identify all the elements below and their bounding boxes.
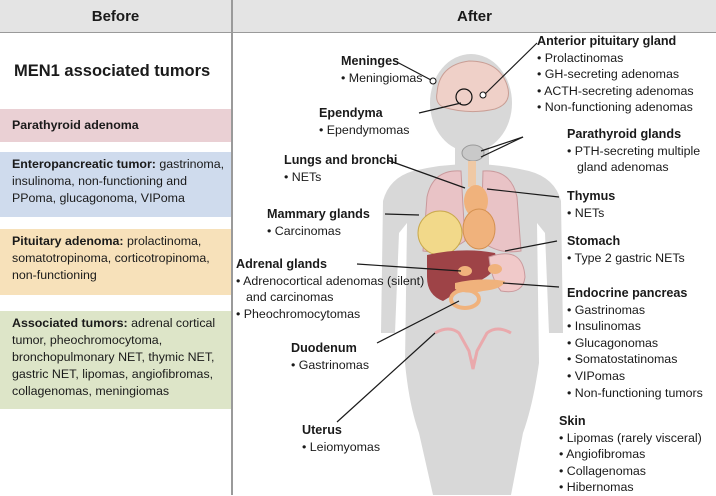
header-after-label: After <box>456 7 492 25</box>
pancreas-item-1: • Gastrinomas <box>567 302 646 317</box>
parathyroid-item-1: • PTH-secreting multiple <box>567 143 701 158</box>
adrenal-item-1: • Adrenocortical adenomas (silent) <box>236 273 425 288</box>
label-thymus: Thymus • NETs <box>567 188 615 221</box>
meninges-title: Meninges <box>341 54 400 68</box>
pancreas-item-3: • Glucagonomas <box>567 335 659 350</box>
label-duodenum: Duodenum • Gastrinomas <box>291 340 369 373</box>
pituitary-item-1: • Prolactinomas <box>537 50 624 65</box>
label-pituitary: Anterior pituitary gland • Prolactinomas… <box>537 33 694 116</box>
ependyma-marker <box>455 88 473 106</box>
thyroid <box>461 144 485 162</box>
heart <box>462 208 496 250</box>
skin-item-4: • Hibernomas <box>559 480 634 495</box>
uterus-title: Uterus <box>302 423 342 437</box>
box-pituitary-bold: Pituitary adenoma: <box>12 234 124 248</box>
box-parathyroid-bold: Parathyroid adenoma <box>12 118 139 132</box>
ependyma-item-1: • Ependymomas <box>319 122 410 137</box>
stomach-item-1: • Type 2 gastric NETs <box>567 250 685 265</box>
box-associated-rest: adrenal cortical tumor, pheochromocytoma… <box>12 316 216 398</box>
pituitary-title: Anterior pituitary gland <box>537 34 677 48</box>
box-enteropancreatic: Enteropancreatic tumor: gastrinoma, insu… <box>0 152 231 217</box>
label-ependyma: Ependyma • Ependymomas <box>319 105 409 138</box>
label-adrenal: Adrenal glands • Adrenocortical adenomas… <box>236 256 424 322</box>
pancreas-item-6: • Non-functioning tumors <box>567 385 703 400</box>
lungs-title: Lungs and bronchi <box>284 153 398 167</box>
thymus-title: Thymus <box>567 189 616 203</box>
box-pituitary-rest: prolactinoma, somatotropinoma, corticotr… <box>12 234 210 282</box>
duodenum-title: Duodenum <box>291 341 357 355</box>
uterus-organ <box>434 327 512 370</box>
parathyroid-title: Parathyroid glands <box>567 127 682 141</box>
header-after: After <box>233 0 716 33</box>
label-pancreas: Endocrine pancreas • Gastrinomas • Insul… <box>567 285 703 401</box>
connector-lines <box>336 42 560 423</box>
adrenal-left <box>458 266 472 276</box>
skin-title: Skin <box>559 414 586 428</box>
box-associated-tumors: Associated tumors: adrenal cortical tumo… <box>0 311 231 409</box>
label-skin: Skin • Lipomas (rarely visceral) • Angio… <box>559 413 702 496</box>
box-entero-bold: Enteropancreatic tumor: <box>12 157 156 171</box>
label-uterus: Uterus • Leiomyomas <box>302 422 380 455</box>
duodenum-organ <box>449 288 481 310</box>
mammary-item-1: • Carcinomas <box>267 223 341 238</box>
trachea <box>468 161 476 187</box>
thymus-item-1: • NETs <box>567 205 605 220</box>
label-mammary: Mammary glands • Carcinomas <box>267 206 370 239</box>
skin-item-1: • Lipomas (rarely visceral) <box>559 430 702 445</box>
pancreas-item-4: • Somatostatinomas <box>567 352 678 367</box>
duodenum-item-1: • Gastrinomas <box>291 357 370 372</box>
meninges-item-1: • Meningiomas <box>341 70 423 85</box>
pancreas-title: Endocrine pancreas <box>567 286 688 300</box>
pituitary-marker <box>479 91 487 99</box>
pituitary-item-4: • Non-functioning adenomas <box>537 100 693 115</box>
mammary-gland <box>417 210 463 256</box>
box-parathyroid-adenoma: Parathyroid adenoma <box>0 109 231 142</box>
pancreas-item-5: • VIPomas <box>567 368 626 383</box>
column-divider <box>231 0 233 495</box>
liver <box>427 250 497 301</box>
ependyma-title: Ependyma <box>319 106 383 120</box>
pituitary-item-2: • GH-secreting adenomas <box>537 67 680 82</box>
stomach-title: Stomach <box>567 234 621 248</box>
adrenal-item-2: and carcinomas <box>246 290 334 305</box>
anatomy-figure <box>336 42 563 495</box>
skin-item-3: • Collagenomas <box>559 463 646 478</box>
label-meninges: Meninges • Meningiomas <box>341 53 422 86</box>
box-associated-bold: Associated tumors: <box>12 316 128 330</box>
skin-item-2: • Angiofibromas <box>559 447 646 462</box>
box-entero-rest: gastrinoma, insulinoma, non-functioning … <box>12 157 225 205</box>
brain <box>436 60 509 113</box>
header-before: Before <box>0 0 231 33</box>
men1-title: MEN1 associated tumors <box>14 62 211 80</box>
label-stomach: Stomach • Type 2 gastric NETs <box>567 233 685 266</box>
meninges-marker <box>429 77 437 85</box>
uterus-item-1: • Leiomyomas <box>302 439 381 454</box>
header-before-label: Before <box>91 7 140 25</box>
label-parathyroid: Parathyroid glands • PTH-secreting multi… <box>567 126 700 176</box>
lungs-item-1: • NETs <box>284 169 322 184</box>
adrenal-right <box>488 264 502 274</box>
box-pituitary-adenoma: Pituitary adenoma: prolactinoma, somatot… <box>0 229 231 295</box>
parathyroid-item-2: gland adenomas <box>577 160 669 175</box>
pancreas-item-2: • Insulinomas <box>567 319 641 334</box>
adrenal-item-3: • Pheochromocytomas <box>236 306 361 321</box>
pituitary-item-3: • ACTH-secreting adenomas <box>537 83 694 98</box>
label-lungs: Lungs and bronchi • NETs <box>284 152 397 185</box>
adrenal-title: Adrenal glands <box>236 257 327 271</box>
mammary-title: Mammary glands <box>267 207 370 221</box>
